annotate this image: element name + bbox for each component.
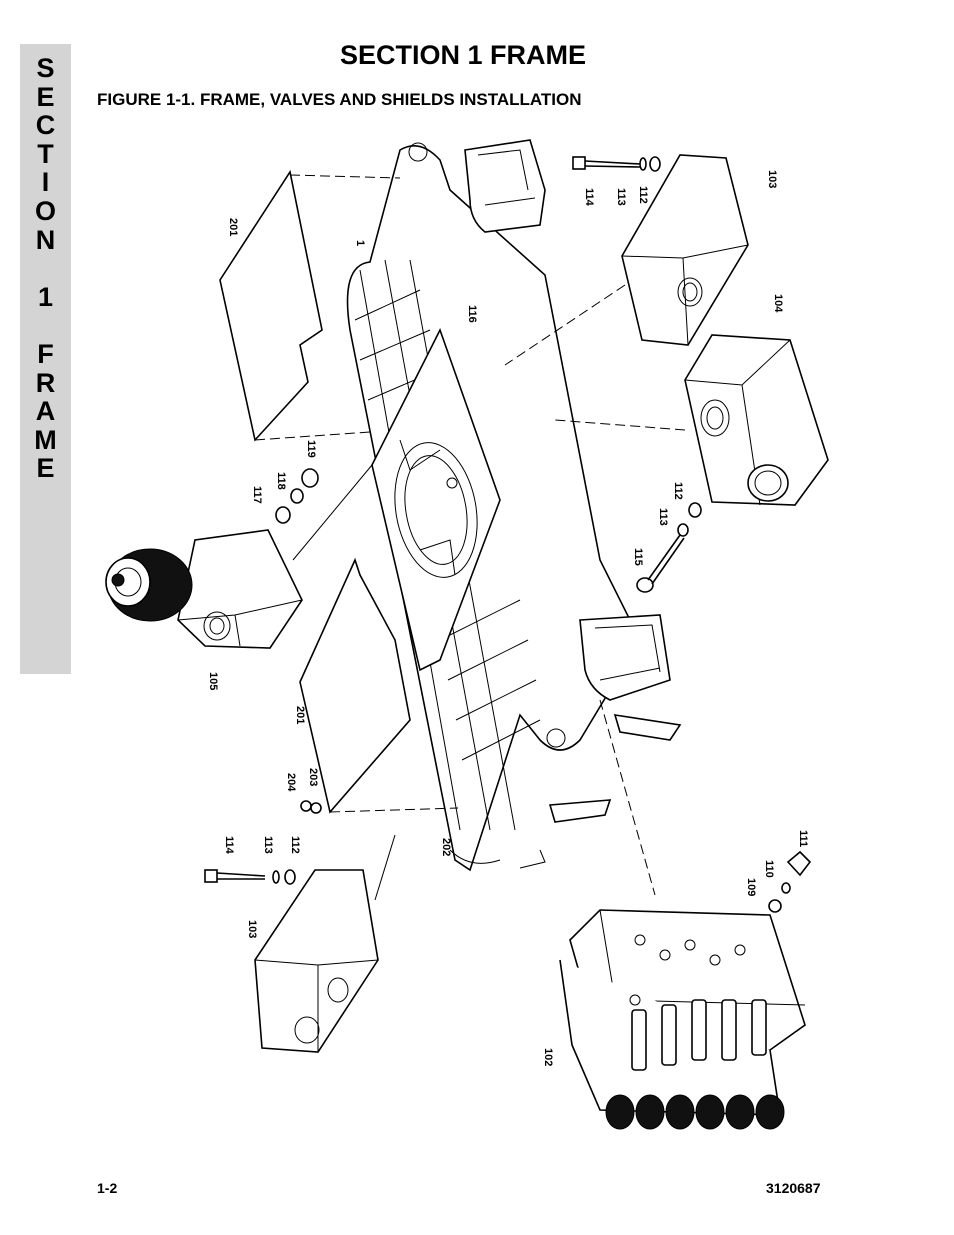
- valve-caps: [605, 1094, 785, 1130]
- callout-114-upper: 114: [583, 188, 595, 207]
- callout-104: 104: [772, 294, 784, 313]
- callout-110: 110: [763, 860, 775, 878]
- section-title: SECTION 1 FRAME: [339, 40, 587, 70]
- main-frame: [346, 139, 682, 872]
- valve-block-103-lower: [254, 869, 379, 1053]
- valve-block-103-upper: [621, 154, 749, 346]
- callout-113-upper: 113: [615, 188, 627, 206]
- valve-spools: [631, 999, 767, 1071]
- callout-116: 116: [466, 305, 478, 323]
- callout-202: 202: [440, 838, 452, 856]
- page-number: 1-2: [97, 1180, 118, 1196]
- hardware: [204, 156, 812, 913]
- document-number: 3120687: [766, 1180, 821, 1196]
- control-valve-102: [559, 909, 806, 1130]
- side-tab-letter: C: [35, 110, 56, 141]
- assembly-lines: [254, 174, 686, 901]
- callout-117: 117: [251, 486, 263, 504]
- callout-105: 105: [207, 672, 219, 690]
- callout-203: 203: [307, 768, 319, 786]
- section-side-tab: S E C T I O N 1 F R A M E: [20, 44, 71, 674]
- callout-112-upper: 112: [637, 186, 649, 204]
- callout-1: 1: [354, 240, 366, 246]
- callout-111: 111: [797, 830, 809, 847]
- callout-112-lower: 112: [289, 836, 301, 854]
- callout-112-middle: 112: [672, 482, 684, 500]
- side-tab-letter: E: [36, 81, 55, 112]
- valve-block-104: [684, 334, 829, 506]
- side-tab-letter: F: [37, 338, 54, 369]
- callout-114-lower: 114: [223, 836, 235, 855]
- callout-109: 109: [745, 878, 757, 896]
- side-tab-letter: I: [41, 167, 50, 198]
- callout-103-lower: 103: [246, 920, 258, 938]
- side-tab-letter: N: [35, 224, 56, 255]
- side-tab-letter: A: [35, 396, 56, 427]
- side-tab-letters: S E C T I O N 1 F R A M E: [20, 54, 71, 483]
- callout-113-middle: 113: [657, 508, 669, 526]
- solenoid-valve-105: [105, 529, 303, 649]
- side-tab-letter: S: [36, 53, 55, 83]
- side-tab-letter: T: [37, 138, 54, 169]
- callout-118: 118: [275, 472, 287, 490]
- callout-103-upper: 103: [766, 170, 778, 188]
- callout-102: 102: [542, 1048, 554, 1066]
- callout-201-upper: 201: [227, 218, 239, 236]
- callout-113-lower: 113: [262, 836, 274, 854]
- figure-title: FIGURE 1-1. FRAME, VALVES AND SHIELDS IN…: [97, 90, 582, 109]
- callout-119: 119: [305, 440, 317, 458]
- side-tab-letter: M: [34, 424, 57, 455]
- callout-201-lower: 201: [294, 706, 306, 724]
- callout-115: 115: [632, 548, 644, 566]
- side-tab-letter: R: [35, 367, 56, 398]
- callouts: 1 201 114 113 112 103 104 116 117 118 11…: [207, 170, 809, 1066]
- callout-204: 204: [285, 773, 297, 792]
- side-tab-letter: 1: [37, 281, 54, 312]
- side-tab-letter: O: [34, 195, 56, 226]
- side-tab-letter: E: [36, 453, 55, 484]
- shield-upper: [219, 169, 323, 442]
